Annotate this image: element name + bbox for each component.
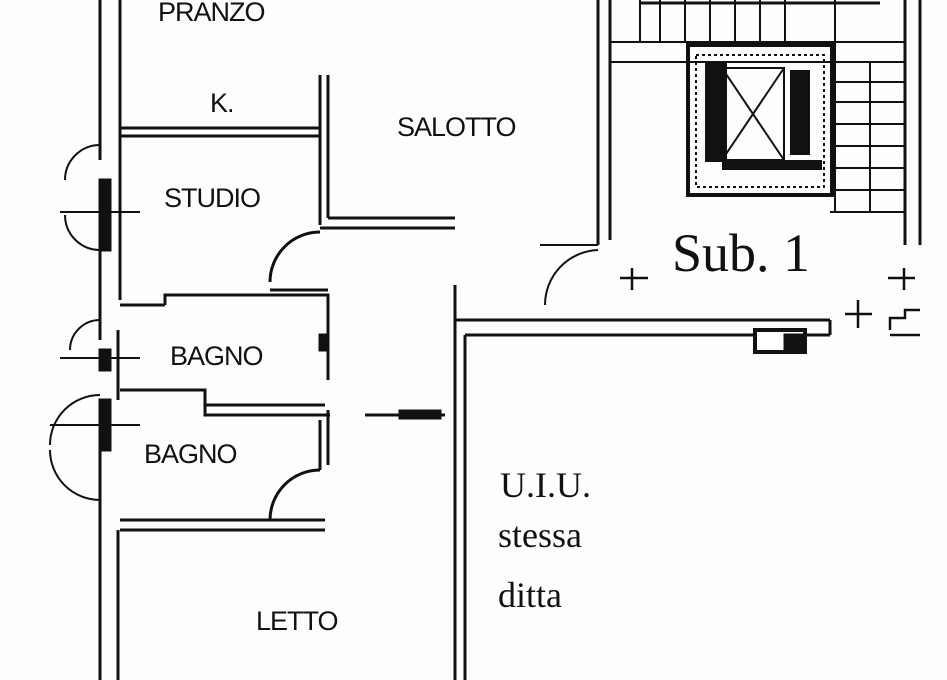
window-swings xyxy=(49,144,140,501)
uiu-label-line1: U.I.U. xyxy=(500,465,591,505)
interior-walls xyxy=(120,75,455,532)
room-label-salotto: SALOTTO xyxy=(397,112,517,142)
uiu-walls xyxy=(453,285,920,680)
elevator xyxy=(686,43,834,197)
room-label-bagno-2: BAGNO xyxy=(144,439,238,469)
exterior-wall-left xyxy=(98,0,122,680)
reference-markers xyxy=(620,268,915,328)
stairwell xyxy=(540,0,922,306)
room-label-pranzo: PRANZO xyxy=(158,0,266,27)
room-label-bagno-1: BAGNO xyxy=(170,341,264,371)
room-label-studio: STUDIO xyxy=(164,183,261,213)
room-label-letto: LETTO xyxy=(256,606,339,636)
unit-label-sub: Sub. 1 xyxy=(672,223,811,283)
room-label-kitchen: K. xyxy=(210,88,234,118)
uiu-label-line3: ditta xyxy=(498,575,562,615)
uiu-label-line2: stessa xyxy=(498,515,582,555)
